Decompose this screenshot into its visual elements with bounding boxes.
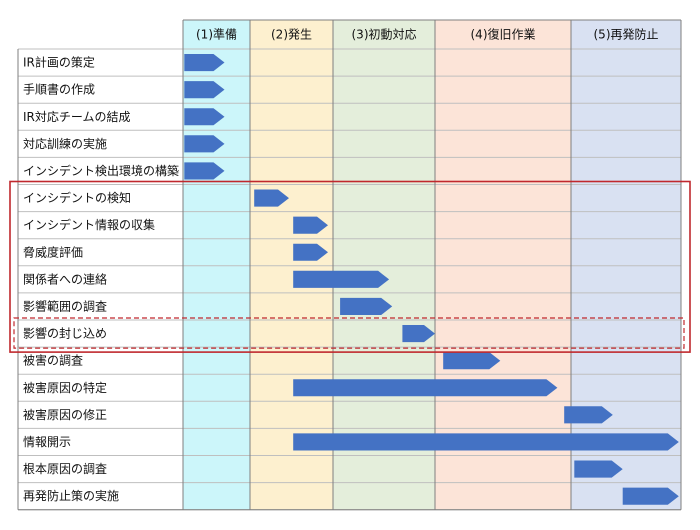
task-bar xyxy=(184,135,225,153)
task-label: 脅威度評価 xyxy=(23,244,83,259)
task-label: インシデントの検知 xyxy=(23,190,131,205)
task-bar xyxy=(184,108,225,126)
task-label: IR計画の策定 xyxy=(23,55,95,70)
task-label: 影響範囲の調査 xyxy=(23,298,107,313)
task-label: インシデント情報の収集 xyxy=(23,217,155,232)
task-label: 再発防止策の実施 xyxy=(23,488,119,503)
task-bar xyxy=(293,379,558,397)
task-bar xyxy=(184,81,225,99)
table-grid-lines xyxy=(17,19,682,511)
task-bar xyxy=(184,54,225,72)
task-label: 影響の封じ込め xyxy=(23,326,107,341)
task-label: 被害原因の特定 xyxy=(23,380,107,395)
containment-highlight-frame xyxy=(13,317,685,349)
task-label: 被害の調査 xyxy=(23,353,83,368)
task-bar xyxy=(293,270,390,288)
phase-header-row: (1)準備 (2)発生 (3)初動対応 (4)復旧作業 (5)再発防止 xyxy=(196,27,659,42)
phase-header-5: (5)再発防止 xyxy=(594,27,659,42)
task-label: 被害原因の修正 xyxy=(23,407,107,422)
task-bar xyxy=(402,325,435,343)
task-bar xyxy=(293,216,328,234)
phase-header-1: (1)準備 xyxy=(196,27,237,42)
task-bars xyxy=(184,54,679,505)
highlight-frames xyxy=(9,180,691,353)
task-label: IR対応チームの結成 xyxy=(23,110,131,124)
task-label: 情報開示 xyxy=(23,435,71,449)
task-bar xyxy=(254,189,289,207)
task-bar xyxy=(622,487,679,505)
task-label: 関係者への連絡 xyxy=(23,271,107,286)
task-label: 手順書の作成 xyxy=(23,83,95,97)
task-bar xyxy=(293,243,328,261)
task-bar xyxy=(293,433,679,451)
phase-header-3: (3)初動対応 xyxy=(352,28,417,42)
task-bar xyxy=(564,406,613,424)
phase-header-2: (2)発生 xyxy=(271,28,312,42)
task-bar xyxy=(340,297,393,315)
task-bar xyxy=(574,460,623,478)
task-label: 根本原因の調査 xyxy=(23,462,107,476)
phase-header-4: (4)復旧作業 xyxy=(471,27,536,42)
task-bar xyxy=(184,162,225,180)
initial-response-highlight-frame xyxy=(9,180,691,353)
task-label: 対応訓練の実施 xyxy=(23,136,107,151)
task-label: インシデント検出環境の構築 xyxy=(23,163,179,178)
task-bar xyxy=(443,352,501,370)
